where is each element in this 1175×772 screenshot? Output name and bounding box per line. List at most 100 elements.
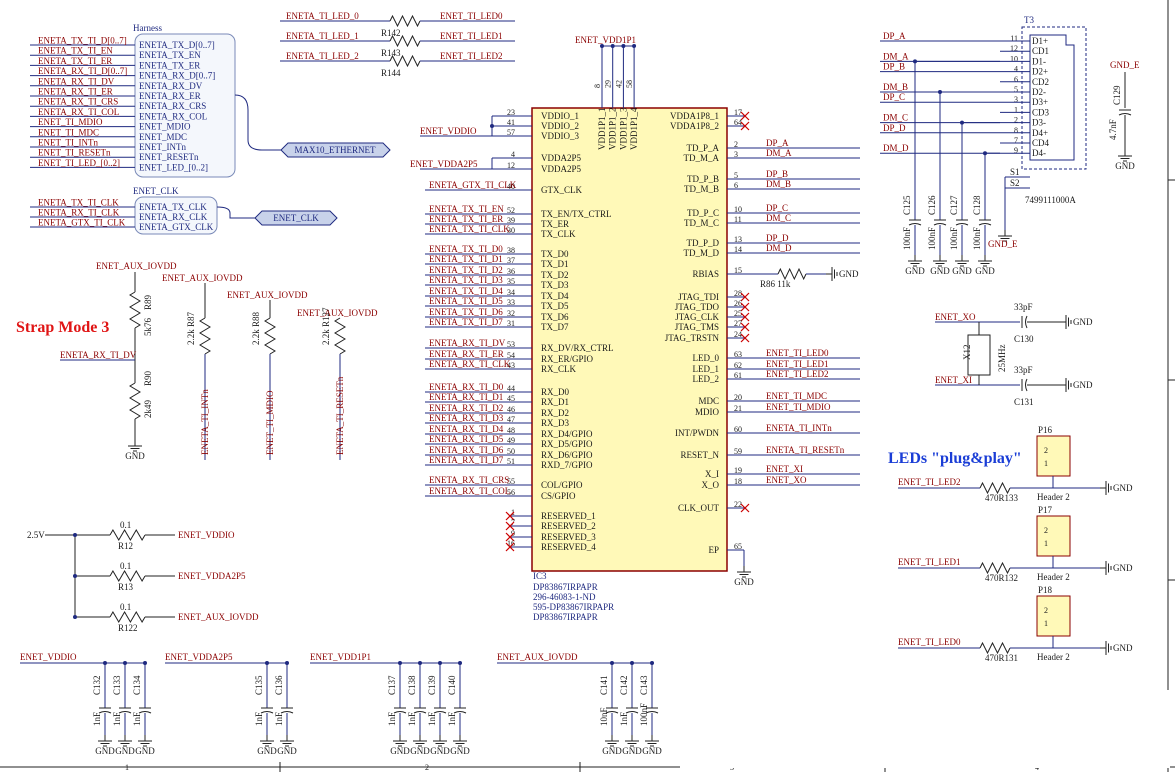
decoup-ref: C136 [274,675,284,695]
junction [103,661,107,665]
ic-pin-number: 4 [511,150,515,159]
ic-net: DP_B [766,169,788,179]
ic-pin-number: 64 [734,118,742,127]
ic-net: ENET_XO [766,475,807,485]
ic-net: ENET_TI_MDIO [766,402,831,412]
harness-entry: ENETA_RX_ER [139,91,201,101]
magjack-pin-number: 1 [1014,105,1018,114]
ic-pin-number: 31 [507,319,515,328]
ic-part: DP83867IRPAPR [533,582,598,592]
ic-pin-name: VDDA1P8_1 [670,111,719,121]
ic-pin-name: RX_ER/GPIO [541,354,594,364]
ic-pin-number: 58 [625,80,634,88]
ic-pin-number: 34 [507,288,515,297]
ic-pin-name: VDDIO_3 [541,131,579,141]
ic-pin-name: JTAG_TMS [675,322,719,332]
strap-resistor [199,317,211,355]
clk-net-label: ENETA_RX_TI_CLK [38,208,120,218]
junction [621,44,626,48]
blank-overlay [680,690,1170,768]
junction [398,661,402,665]
ic-net: DP_D [766,233,789,243]
gnd-label: GND [430,746,450,756]
ic-pin-name: VDDA2P5 [541,164,582,174]
decoup-value: 10nF [599,707,609,726]
decoup-ref: C143 [639,675,649,695]
ic-pin-name: EP [708,545,719,555]
magjack-pin-name: D2- [1032,87,1046,97]
ic-pin-name: VDDIO_2 [541,121,579,131]
junction [73,533,77,537]
clk-net-label: ENETA_GTX_TI_CLK [38,218,126,228]
ic-pin-name: TD_M_A [684,153,720,163]
junction [600,44,604,48]
led-net: ENET_TI_LED2 [440,51,502,61]
ic-net: ENETA_RX_TI_D5 [429,434,504,444]
header-pin: 2 [1044,606,1048,615]
ic-net: DP_C [766,203,788,213]
magjack-capacitor [955,223,969,226]
harness-net-label: ENETA_RX_TI_ER [38,87,113,97]
magjack-cap-value: 100nF [902,227,912,250]
junction [143,661,147,665]
magjack-pin-number: 6 [1014,75,1018,84]
zone-label: 2 [425,763,429,772]
ic-pin-number: 28 [734,289,742,298]
no-connect [505,521,515,531]
ic-pin-number: 19 [734,466,742,475]
header-pin: 1 [1044,539,1048,548]
ic-pin-number: 20 [734,393,742,402]
harness-net-label: ENETA_RX_TI_CRS [38,97,118,107]
decoup-ref: C133 [112,675,122,695]
ic-net: ENETA_RX_TI_COL [429,486,510,496]
ic-pin-name: TD_P_B [687,174,719,184]
ic-pin-number: 23 [507,108,515,117]
decoup-net: ENET_VDDIO [20,652,77,662]
ic-pin-name: VDD1P1_3 [618,107,628,150]
power-ref: R13 [118,582,134,592]
harness-entry: ENETA_RX_CRS [139,101,206,111]
magjack-net: DP_A [883,31,906,41]
power-ref: R12 [118,541,133,551]
ic-net: ENETA_TX_TI_D7 [429,317,503,327]
ic-pin-number: 26 [734,299,742,308]
ic-pin-name: TX_D3 [541,280,569,290]
ic-pin-name: CLK_OUT [678,503,719,513]
c129-value: 4.7nF [1108,119,1118,140]
decoup-net: ENET_VDD1P1 [310,652,371,662]
ic-pin-name: RX_DV/RX_CTRL [541,343,614,353]
ic-net: ENETA_TX_TI_D5 [429,296,503,306]
decoup-ref: C142 [619,675,629,695]
ic-net: DM_B [766,179,791,189]
header-pin: 1 [1044,619,1048,628]
led-ref: R143 [381,48,401,58]
no-connect [740,292,750,302]
decoup-value: 1nF [132,712,142,726]
no-connect [740,333,750,343]
ic-net: ENETA_TX_TI_D1 [429,254,503,264]
strap-pullup-net: ENETA_TI_INTn [200,389,210,455]
magjack-pin-name: D1+ [1032,36,1048,46]
ic-pin-name: TX_ER [541,219,569,229]
ic-pin-name: JTAG_TDO [675,302,720,312]
gnd-label: GND [952,266,972,276]
power-net: ENET_AUX_IOVDD [178,612,259,622]
gnd-e-label: GND_E [988,239,1018,249]
ic-net: ENET_TI_LED0 [766,348,829,358]
magjack-cap-ref: C127 [949,195,959,215]
power-value: 0.1 [120,520,131,530]
gnd-label: GND [125,451,145,461]
magjack-outline [1021,26,1087,170]
magjack-net: DP_C [883,92,905,102]
ic-refdes: IC3 [533,571,547,581]
ic-pin-number: 37 [507,256,515,265]
decoup-capacitor [605,711,619,714]
decoup-capacitor [98,711,112,714]
ic-pin-name: TX_D0 [541,249,569,259]
led-header-net: ENET_TI_LED1 [898,557,960,567]
ic-pin-number: 47 [507,415,515,424]
ic-pin-name: COL/GPIO [541,480,583,490]
ic-pin-number: 35 [507,277,515,286]
clk-entry: ENETA_GTX_CLK [139,222,214,232]
strap-pullup-net: ENETA_TI_RESETn [335,376,345,455]
